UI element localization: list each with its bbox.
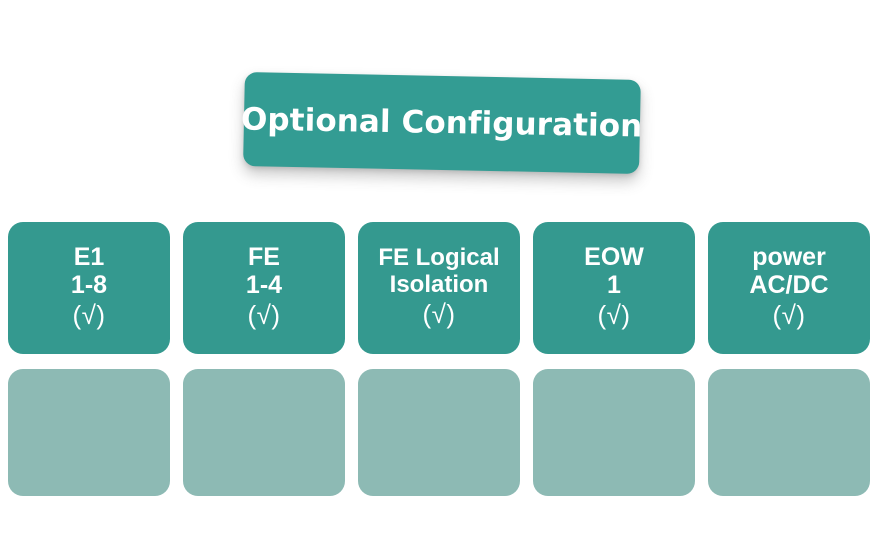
card-range: Isolation	[389, 271, 489, 299]
card-range: AC/DC	[749, 271, 829, 300]
card-fe[interactable]: FE 1-4 (√)	[183, 222, 345, 354]
card-check-mark: (√)	[422, 298, 456, 329]
card-fe-logical-isolation[interactable]: FE Logical Isolation (√)	[358, 222, 520, 354]
card-title: power	[752, 243, 826, 272]
placeholder-card-3[interactable]	[358, 369, 520, 496]
placeholder-card-1[interactable]	[8, 369, 170, 496]
placeholder-card-4[interactable]	[533, 369, 695, 496]
card-check-mark: (√)	[247, 299, 281, 330]
card-title: E1	[73, 243, 105, 272]
banner-container: Optional Configuration	[240, 72, 643, 174]
card-row-bottom	[8, 369, 872, 496]
card-title: EOW	[584, 243, 644, 272]
card-eow[interactable]: EOW 1 (√)	[533, 222, 695, 354]
configuration-card-grid: E1 1-8 (√) FE 1-4 (√) FE Logical Isolati…	[8, 222, 872, 496]
optional-configuration-banner: Optional Configuration	[240, 72, 643, 174]
card-range: 1-4	[245, 271, 283, 300]
card-title: FE	[248, 243, 280, 272]
page-title: Optional Configuration	[240, 100, 643, 144]
card-range: 1-8	[70, 271, 108, 300]
card-power-ac-dc[interactable]: power AC/DC (√)	[708, 222, 870, 354]
card-range: 1	[607, 271, 621, 300]
card-title: FE Logical	[378, 244, 500, 272]
card-check-mark: (√)	[772, 299, 806, 330]
card-check-mark: (√)	[72, 299, 106, 330]
card-row-top: E1 1-8 (√) FE 1-4 (√) FE Logical Isolati…	[8, 222, 872, 354]
card-check-mark: (√)	[597, 299, 631, 330]
placeholder-card-2[interactable]	[183, 369, 345, 496]
placeholder-card-5[interactable]	[708, 369, 870, 496]
card-e1[interactable]: E1 1-8 (√)	[8, 222, 170, 354]
